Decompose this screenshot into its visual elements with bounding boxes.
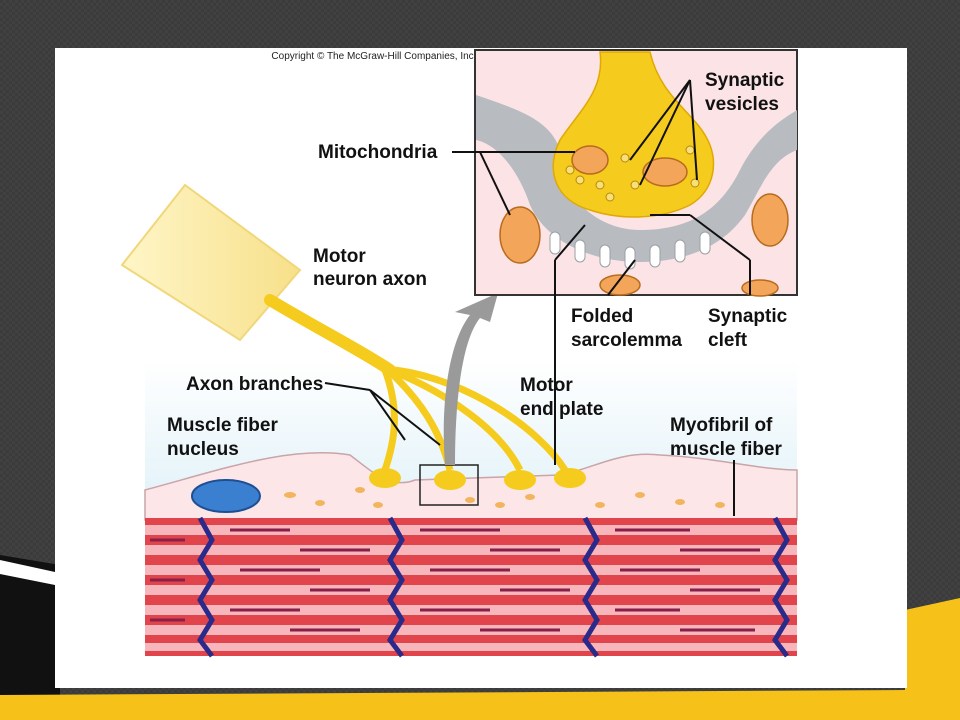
axon-branch	[394, 366, 568, 472]
label-motor-neuron-axon: neuron axon	[313, 269, 427, 290]
label-synaptic-vesicles: Synaptic	[705, 70, 785, 91]
mitochondrion	[599, 274, 641, 296]
magnify-arrow	[443, 293, 498, 465]
label-muscle-fiber-nucleus: Muscle fiber	[167, 415, 278, 436]
label-motor-end-plate: Motor	[520, 375, 573, 396]
label-synaptic-cleft: cleft	[708, 330, 748, 351]
synaptic-knob	[434, 470, 466, 490]
mitochondrion	[571, 145, 609, 175]
synaptic-knob	[369, 468, 401, 488]
inset-cleft	[476, 95, 797, 262]
muscle-fiber	[145, 516, 797, 658]
slide-yellow-stripe	[0, 598, 960, 720]
surface-mitochondria	[284, 487, 725, 508]
synaptic-knob	[554, 468, 586, 488]
label-synaptic-vesicles: vesicles	[705, 94, 779, 115]
motor-neuron-axon	[120, 183, 586, 490]
mitochondrion	[642, 157, 688, 187]
label-motor-end-plate: end plate	[520, 399, 603, 420]
synapse-inset	[474, 49, 798, 297]
synaptic-knob	[504, 470, 536, 490]
leader-lines	[324, 79, 751, 516]
axon-branch	[393, 368, 524, 472]
junctional-folds	[549, 231, 711, 270]
muscle-fiber-nucleus	[191, 479, 261, 513]
label-mitochondria: Mitochondria	[318, 142, 438, 163]
slide-white-stripe	[0, 560, 55, 585]
z-disc	[581, 516, 600, 658]
label-muscle-fiber-nucleus: nucleus	[167, 439, 239, 460]
label-myofibril: muscle fiber	[670, 439, 783, 460]
axon-cut-end	[120, 183, 302, 342]
label-folded-sarcolemma: sarcolemma	[571, 330, 682, 351]
label-folded-sarcolemma: Folded	[571, 306, 633, 327]
myofibril-band	[145, 545, 797, 555]
mitochondrion	[751, 193, 789, 247]
myofibril-band	[145, 625, 797, 635]
label-motor-neuron-axon: Motor	[313, 246, 366, 267]
z-disc	[386, 516, 405, 658]
z-disc	[196, 516, 215, 658]
mitochondrion	[741, 279, 779, 297]
z-disc	[771, 516, 790, 658]
label-myofibril: Myofibril of	[670, 415, 773, 436]
myofibril-band	[145, 585, 797, 595]
mitochondrion	[499, 206, 541, 264]
slide-dark-band	[0, 555, 60, 700]
label-axon-branches: Axon branches	[186, 374, 323, 395]
synaptic-vesicles	[565, 145, 700, 202]
label-synaptic-cleft: Synaptic	[708, 306, 788, 327]
thick-filaments	[150, 528, 760, 632]
myofibril-band	[145, 643, 797, 651]
axon-shaft	[264, 294, 396, 376]
